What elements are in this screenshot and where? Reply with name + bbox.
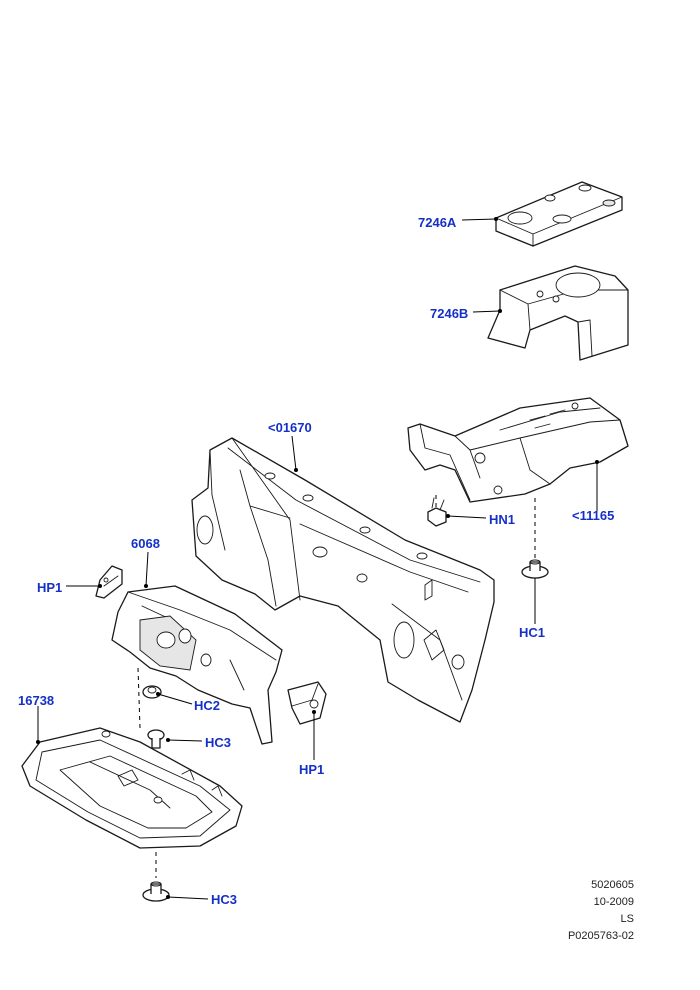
callout-hp1-left[interactable]: HP1 [37, 580, 62, 595]
hp1-left-bracket[interactable] [95, 565, 123, 599]
part-7246B-shield[interactable] [487, 265, 629, 361]
reference-part-ref: P0205763-02 [567, 930, 634, 942]
part-16738-cover[interactable] [21, 727, 243, 849]
hn1-clip[interactable] [427, 497, 447, 527]
leader-lines [36, 217, 599, 900]
callout-7246B[interactable]: 7246B [430, 306, 468, 321]
reference-date: 10-2009 [593, 896, 634, 908]
callout-hc2[interactable]: HC2 [194, 698, 220, 713]
callout-hp1-lower[interactable]: HP1 [299, 762, 324, 777]
hc3-lower-fastener[interactable] [142, 881, 170, 902]
reference-code: LS [620, 913, 634, 925]
callout-16738[interactable]: 16738 [18, 693, 54, 708]
part-7246A-plate[interactable] [495, 181, 623, 247]
reference-block: 5020605 10-2009 LS P0205763-02 [514, 877, 634, 945]
callout-01670[interactable]: <01670 [268, 420, 312, 435]
callout-hc1[interactable]: HC1 [519, 625, 545, 640]
part-11165-insulator[interactable] [407, 397, 629, 503]
callout-hc3-upper[interactable]: HC3 [205, 735, 231, 750]
hc2-nut[interactable] [142, 685, 162, 699]
callout-6068[interactable]: 6068 [131, 536, 160, 551]
callout-hn1[interactable]: HN1 [489, 512, 515, 527]
hc1-fastener[interactable] [521, 559, 549, 579]
reference-number: 5020605 [591, 879, 634, 891]
part-6068-pad[interactable] [111, 585, 283, 745]
part-01670-dash-panel[interactable] [191, 437, 495, 723]
hp1-lower-bracket[interactable] [287, 681, 327, 725]
callout-hc3-lower[interactable]: HC3 [211, 892, 237, 907]
hc3-upper-fastener[interactable] [147, 729, 165, 749]
callout-11165[interactable]: <11165 [572, 508, 614, 523]
callout-7246A[interactable]: 7246A [418, 215, 457, 230]
